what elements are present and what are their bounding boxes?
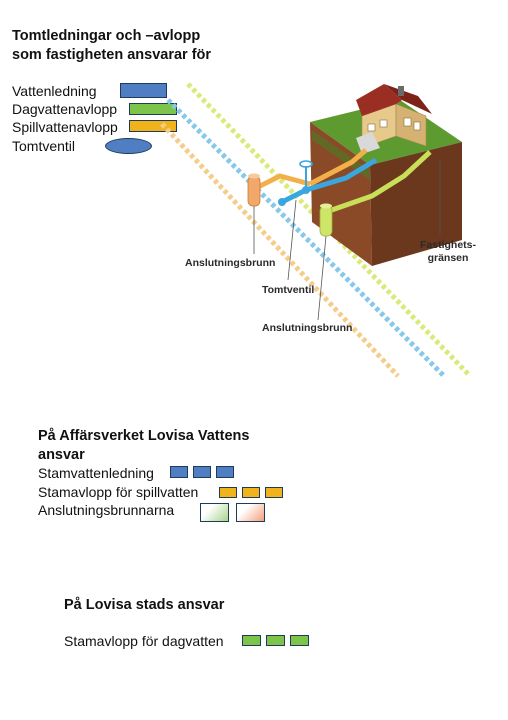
- affars-title: På Affärsverket Lovisa Vattens ansvar: [38, 427, 249, 465]
- affars-label-stamvattenledning: Stamvattenledning: [38, 465, 154, 481]
- legend-label-spillvattenavlopp: Spillvattenavlopp: [12, 119, 118, 135]
- sewer-main-line: [160, 122, 400, 378]
- sewer-well: [247, 175, 261, 207]
- service-pipes: [250, 148, 432, 215]
- legend-label-tomtventil: Tomtventil: [12, 138, 76, 154]
- top-title-line2: som fastigheten ansvarar för: [12, 47, 212, 63]
- top-title: Tomtledningar och –avlopp som fastighete…: [12, 27, 211, 65]
- roof-side: [384, 84, 432, 114]
- tomtventil-node: [302, 186, 310, 194]
- label-anslutningsbrunn-bottom: Anslutningsbrunn: [262, 322, 353, 334]
- legend-swatch-tomtventil: [105, 138, 152, 154]
- sewer-well-top: [248, 173, 260, 179]
- stad-title: På Lovisa stads ansvar: [64, 597, 225, 613]
- affars-title-line2: ansvar: [38, 447, 85, 463]
- label-fastighetsgransen: Fastighets- gränsen: [420, 239, 476, 265]
- storm-well-top: [320, 203, 332, 209]
- stad-swatch-dagvatten-3: [290, 635, 309, 646]
- water-connection-node: [278, 198, 286, 206]
- label-tomtventil: Tomtventil: [262, 284, 315, 296]
- window-1: [367, 123, 376, 132]
- main-lines: [160, 82, 472, 378]
- sewer-service-pipe: [250, 173, 311, 193]
- affars-swatch-spillvatten-1: [219, 487, 237, 498]
- water-service-pipe: [280, 157, 378, 205]
- storm-well: [319, 205, 333, 237]
- window-4: [413, 121, 421, 131]
- window-2: [379, 119, 388, 128]
- leader-lines: [253, 160, 441, 321]
- leader-tomtventil: [287, 199, 297, 281]
- affars-swatch-spillvatten-3: [265, 487, 283, 498]
- legend-swatch-vattenledning: [120, 83, 167, 98]
- storm-main-line: [186, 82, 472, 378]
- label-fastighets-line1: Fastighets-: [420, 239, 477, 251]
- stad-label-dagvatten: Stamavlopp för dagvatten: [64, 633, 224, 649]
- legend-swatch-spillvattenavlopp: [129, 120, 177, 132]
- sewer-service-pipe-2: [308, 148, 368, 187]
- legend-label-vattenledning: Vattenledning: [12, 83, 97, 99]
- affars-swatch-brunn-green: [200, 503, 229, 522]
- top-title-line1: Tomtledningar och –avlopp: [12, 28, 201, 44]
- stad-swatch-dagvatten-2: [266, 635, 285, 646]
- stad-swatch-dagvatten-1: [242, 635, 261, 646]
- house: [356, 84, 432, 154]
- affars-swatch-stamvattenledning-2: [193, 466, 211, 478]
- affars-swatch-brunn-orange: [236, 503, 265, 522]
- label-anslutningsbrunn-left: Anslutningsbrunn: [185, 257, 276, 269]
- plumbing-diagram: [160, 82, 472, 378]
- turf-edge: [312, 130, 370, 180]
- valve-handle: [299, 160, 313, 168]
- window-3: [403, 117, 412, 127]
- affars-swatch-stamvattenledning-1: [170, 466, 188, 478]
- affars-title-line1: På Affärsverket Lovisa Vattens: [38, 428, 250, 444]
- chimney: [398, 86, 404, 96]
- affars-swatch-stamvattenledning-3: [216, 466, 234, 478]
- affars-label-spillvatten: Stamavlopp för spillvatten: [38, 484, 199, 500]
- affars-swatch-spillvatten-2: [242, 487, 260, 498]
- legend-swatch-dagvattenavlopp: [129, 103, 177, 115]
- connection-wells: [247, 173, 333, 237]
- affars-label-anslutningsbrunnarna: Anslutningsbrunnarna: [38, 502, 175, 518]
- soil-side: [370, 142, 462, 266]
- legend-label-dagvattenavlopp: Dagvattenavlopp: [12, 101, 118, 117]
- roof-front: [356, 84, 402, 116]
- label-fastighets-line2: gränsen: [427, 252, 469, 264]
- storm-service-pipe: [325, 150, 432, 215]
- leader-anslutningsbrunn-bottom: [317, 235, 327, 321]
- water-main-line: [166, 98, 446, 378]
- porch: [356, 132, 380, 154]
